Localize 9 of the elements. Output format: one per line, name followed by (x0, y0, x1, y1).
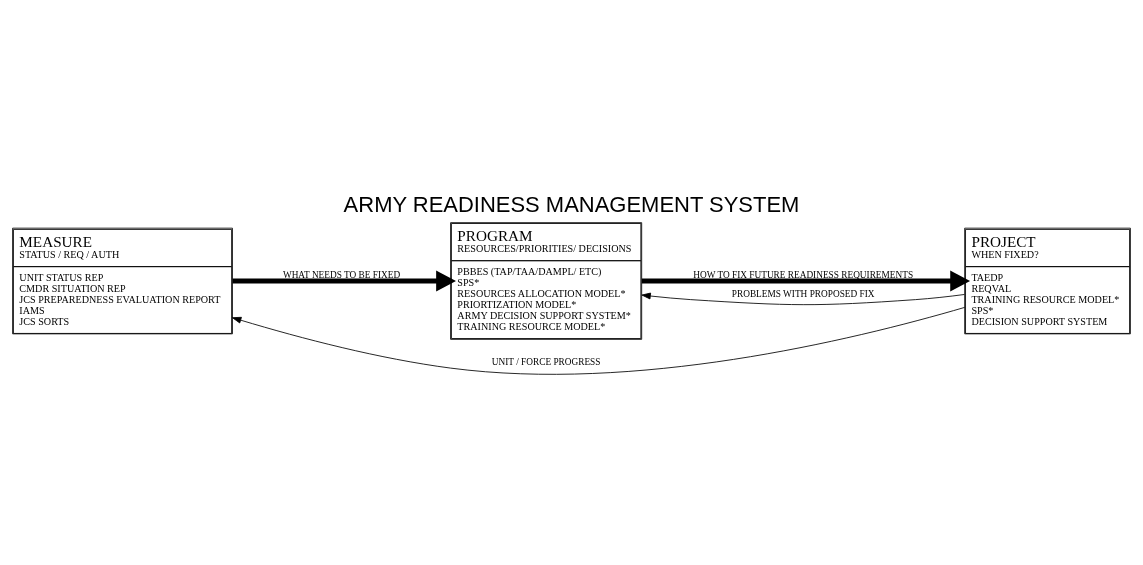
edge-label: WHAT NEEDS TO BE FIXED (282, 269, 401, 280)
diagram-title: ARMY READINESS MANAGEMENT SYSTEM (343, 191, 800, 217)
edge-label: HOW TO FIX FUTURE READINESS REQUIREMENTS (693, 269, 914, 280)
arrow (641, 292, 965, 305)
arrow (232, 306, 966, 375)
arrow (232, 270, 456, 291)
edge-label: UNIT / FORCE PROGRESS (491, 356, 601, 367)
arrow (641, 270, 971, 291)
edge-label: PROBLEMS WITH PROPOSED FIX (731, 288, 875, 299)
